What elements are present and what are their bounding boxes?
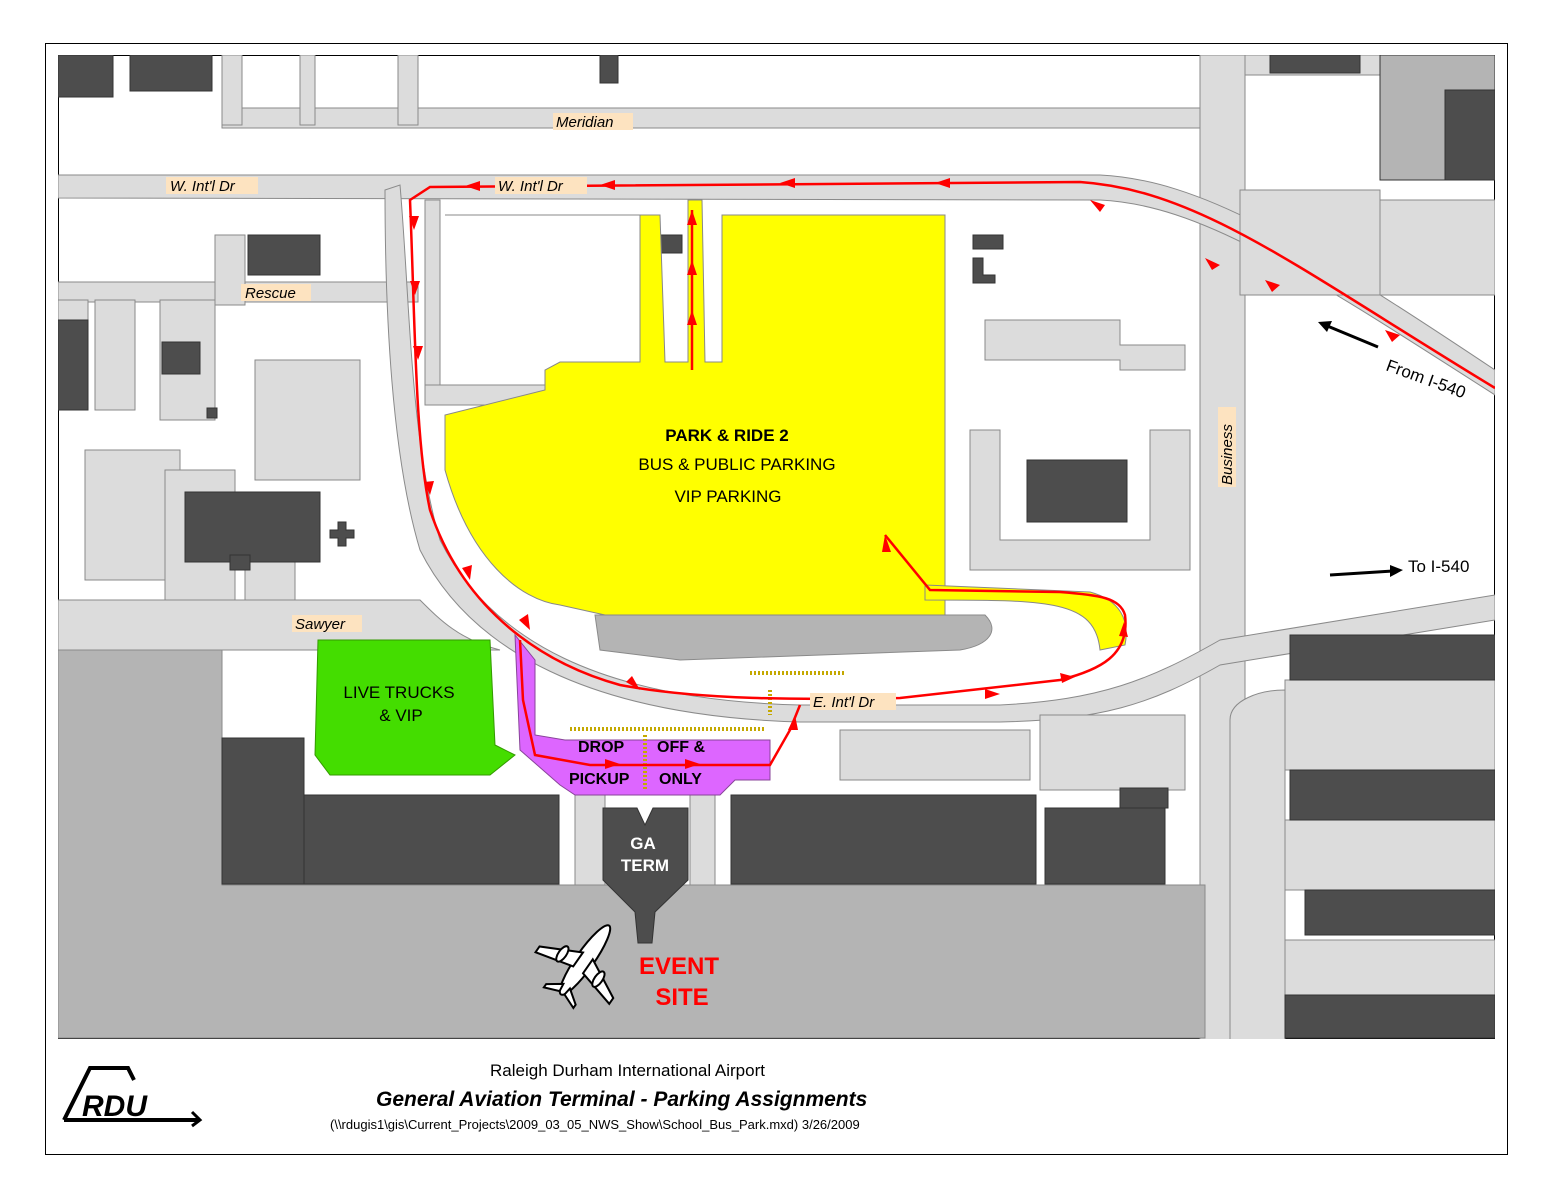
rdu-logo-text: RDU xyxy=(82,1090,148,1123)
live-trucks-line1: LIVE TRUCKS xyxy=(343,683,454,702)
rescue-label: Rescue xyxy=(245,285,296,302)
dropoff-pickup: PICKUP xyxy=(569,771,630,788)
dropoff-area xyxy=(514,633,771,796)
route-arrows xyxy=(409,178,1400,769)
park-ride-title: PARK & RIDE 2 xyxy=(665,426,788,445)
street-labels: Meridian W. Int'l Dr W. Int'l Dr Rescue … xyxy=(166,113,1236,711)
rdu-logo: RDU xyxy=(62,1066,203,1128)
w-intl-dr-label-right: W. Int'l Dr xyxy=(498,178,564,195)
walkway xyxy=(570,671,845,790)
direction-arrows xyxy=(1318,321,1403,577)
dropoff-only: ONLY xyxy=(659,771,702,788)
w-intl-dr-label-left: W. Int'l Dr xyxy=(170,178,236,195)
dropoff-off: OFF & xyxy=(657,739,705,756)
park-and-ride-lot xyxy=(444,199,1127,651)
ga-term-line1: GA xyxy=(630,834,656,853)
meridian-label: Meridian xyxy=(556,114,614,131)
ga-term-line2: TERM xyxy=(621,856,669,875)
business-label: Business xyxy=(1219,424,1236,485)
park-ride-line2: VIP PARKING xyxy=(674,487,781,506)
apron xyxy=(58,614,1206,1039)
airport-name: Raleigh Durham International Airport xyxy=(490,1061,765,1080)
event-site-line1: EVENT xyxy=(639,953,719,980)
dropoff-drop: DROP xyxy=(578,739,625,756)
file-path: (\\rdugis1\gis\Current_Projects\2009_03_… xyxy=(330,1117,860,1132)
park-ride-line1: BUS & PUBLIC PARKING xyxy=(638,455,835,474)
to-i540-label: To I-540 xyxy=(1408,557,1469,576)
event-site-line2: SITE xyxy=(655,984,708,1011)
live-trucks-line2: & VIP xyxy=(379,706,422,725)
live-trucks-area xyxy=(314,639,516,776)
sawyer-label: Sawyer xyxy=(295,616,346,633)
buildings xyxy=(58,55,1495,1039)
airplane-icon xyxy=(533,924,615,1010)
pavement-areas xyxy=(58,55,1495,1039)
map-frame xyxy=(45,43,1508,1155)
map-title: General Aviation Terminal - Parking Assi… xyxy=(376,1088,868,1111)
e-intl-dr-label: E. Int'l Dr xyxy=(813,694,875,711)
airport-map: Meridian W. Int'l Dr W. Int'l Dr Rescue … xyxy=(58,55,1495,1039)
